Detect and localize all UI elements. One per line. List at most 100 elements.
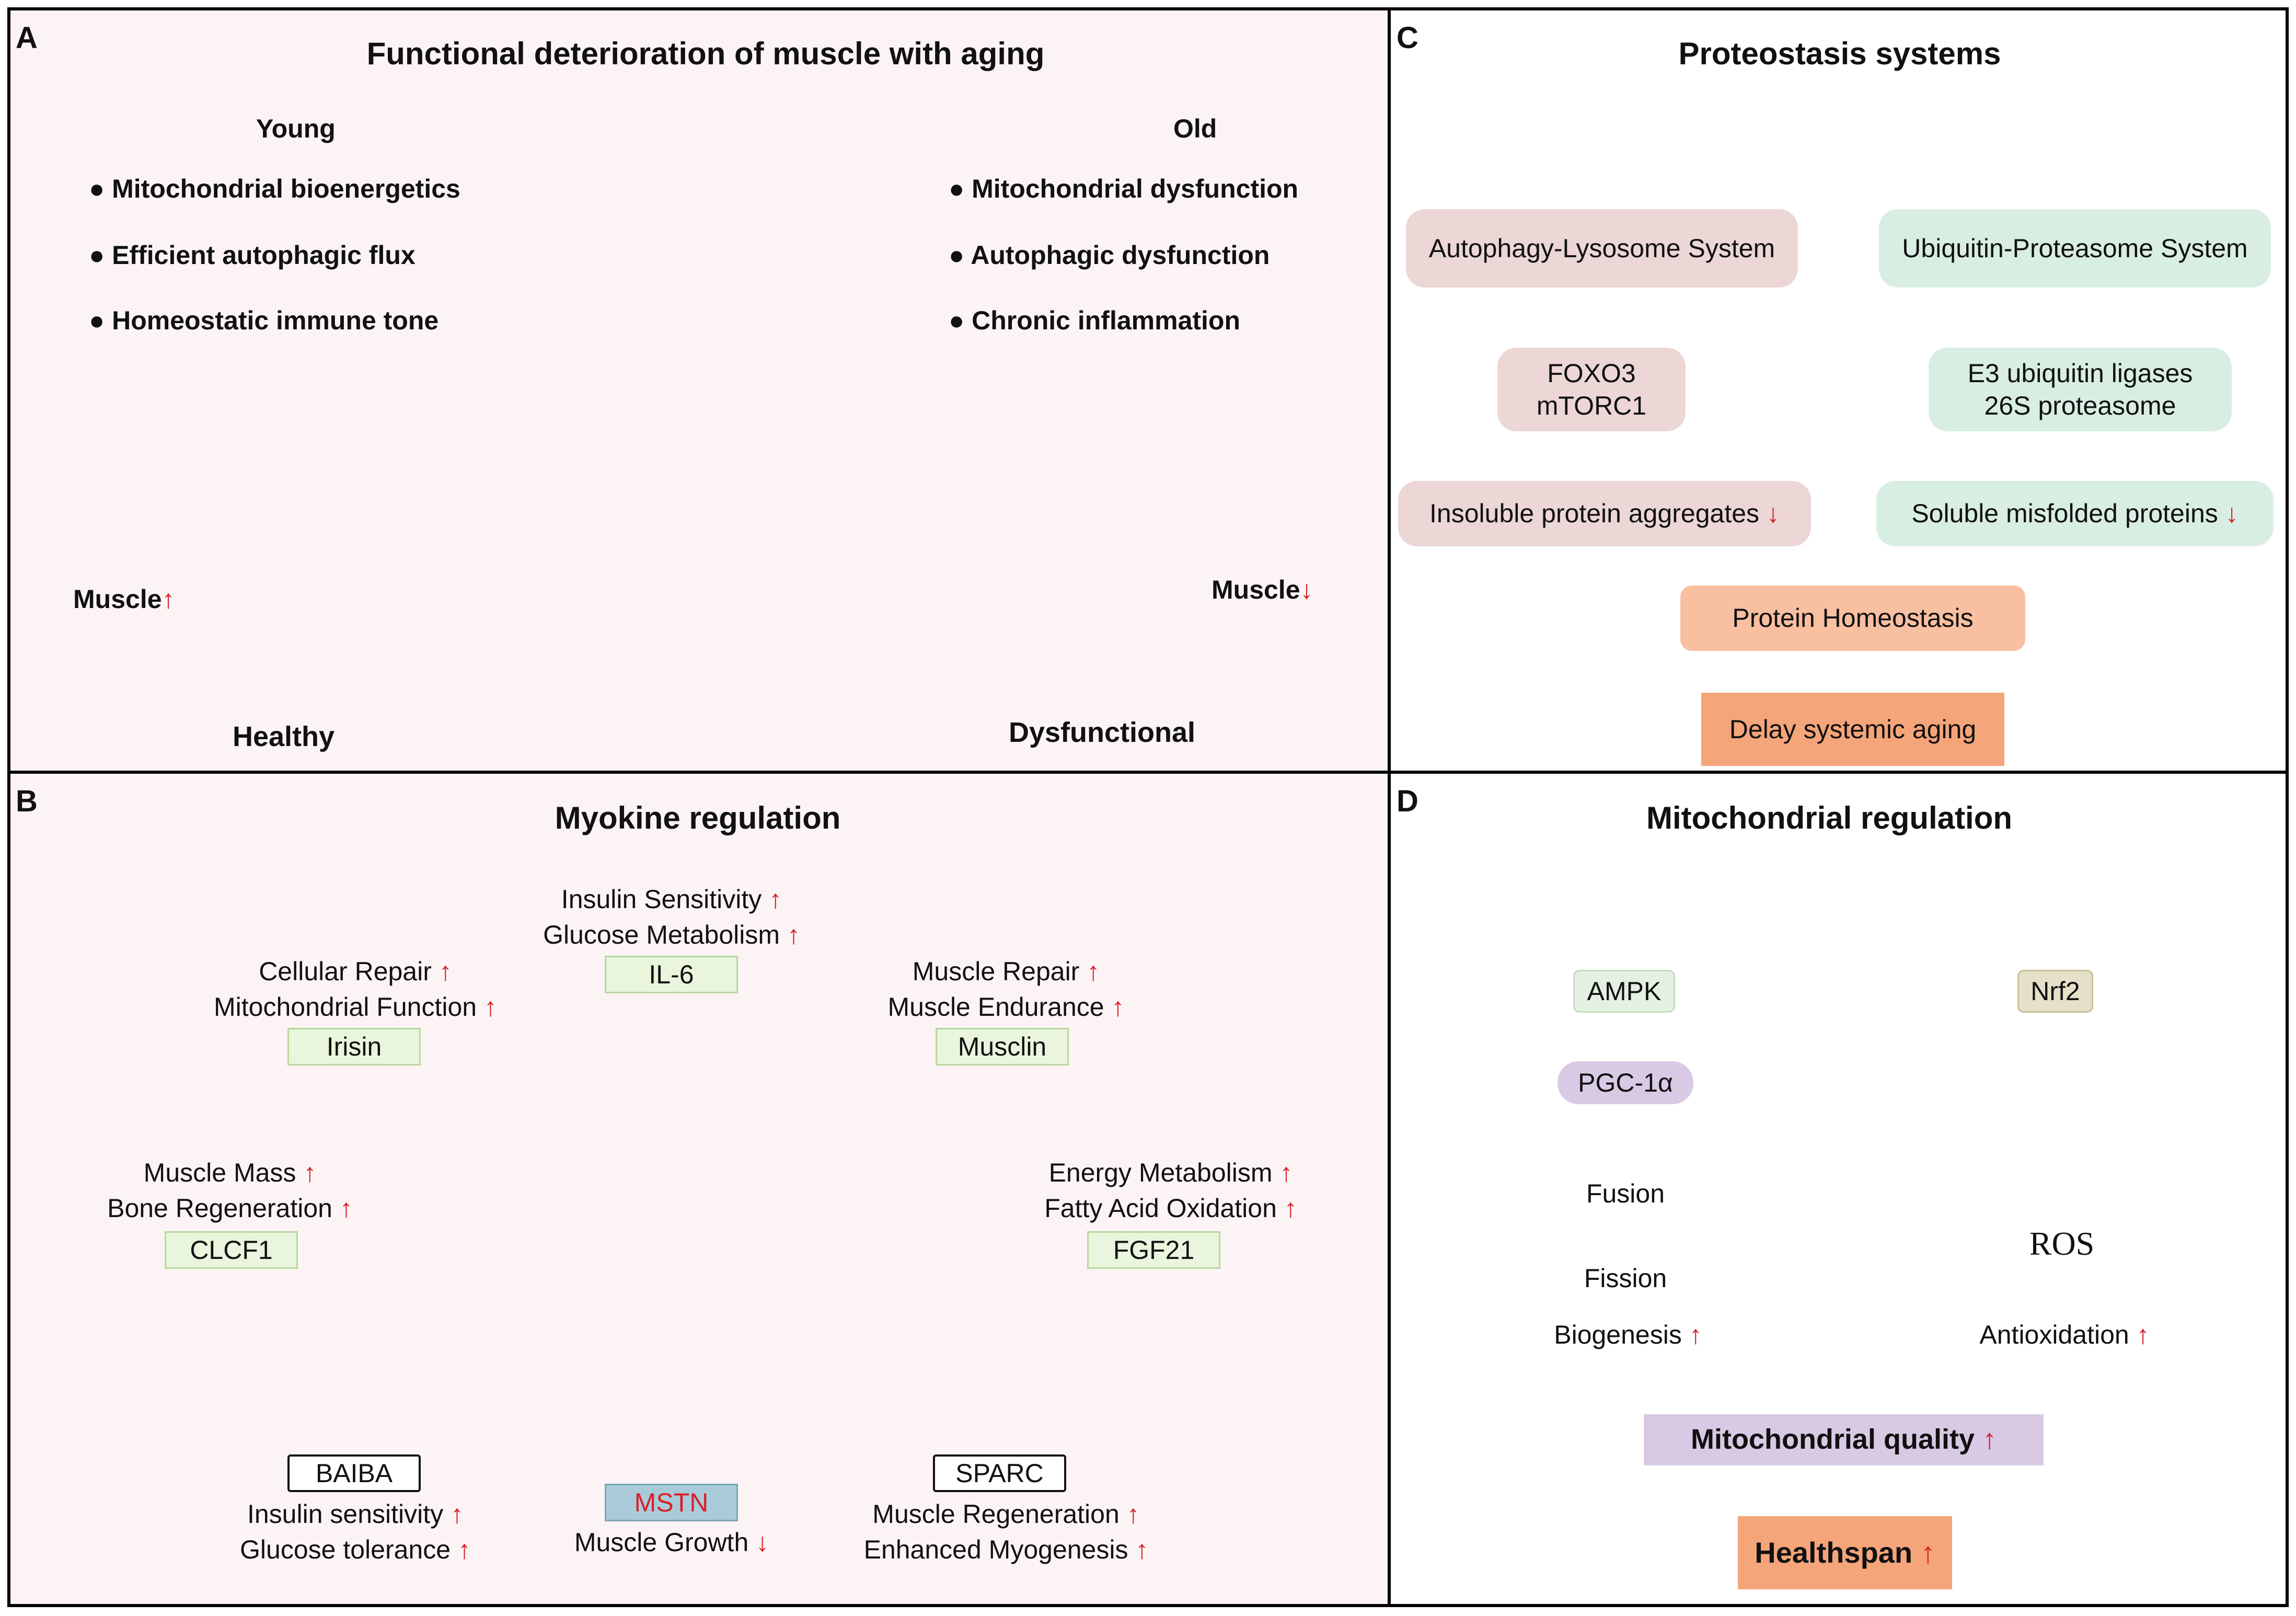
up-arrow: ↑ bbox=[1279, 1158, 1293, 1187]
young-feature-1: ● Mitochondrial bioenergetics bbox=[89, 174, 460, 203]
e3-text: E3 ubiquitin ligases bbox=[1967, 358, 2193, 388]
fgf21-effect-1: Energy Metabolism ↑ bbox=[975, 1158, 1367, 1188]
sparc-box: SPARC bbox=[933, 1454, 1066, 1492]
clcf1-box: CLCF1 bbox=[165, 1231, 298, 1269]
mtorc1-text: mTORC1 bbox=[1536, 391, 1647, 420]
up-arrow: ↑ bbox=[1982, 1424, 1997, 1455]
delay-aging-box: Delay systemic aging bbox=[1701, 693, 2004, 766]
baiba-effect-2-text: Glucose tolerance bbox=[240, 1535, 451, 1564]
autophagy-lysosome-box: Autophagy-Lysosome System bbox=[1406, 209, 1798, 288]
antioxidation-label: Antioxidation ↑ bbox=[1931, 1320, 2198, 1350]
up-arrow: ↑ bbox=[1284, 1194, 1297, 1223]
old-feature-2-text: Autophagic dysfunction bbox=[971, 240, 1270, 270]
up-arrow: ↑ bbox=[483, 992, 497, 1022]
foxo3-text: FOXO3 bbox=[1547, 358, 1636, 388]
old-feature-2: ● Autophagic dysfunction bbox=[949, 240, 1270, 270]
healthy-up-arrow: ↑ bbox=[161, 584, 175, 614]
irisin-effect-1-text: Cellular Repair bbox=[259, 957, 432, 986]
clcf1-effect-2: Bone Regeneration ↑ bbox=[47, 1194, 413, 1224]
fgf21-effect-2-text: Fatty Acid Oxidation bbox=[1044, 1194, 1277, 1223]
musclin-box: Musclin bbox=[936, 1028, 1069, 1065]
insoluble-text: Insoluble protein aggregates bbox=[1429, 499, 1760, 529]
baiba-effect-1: Insulin sensitivity ↑ bbox=[167, 1499, 544, 1530]
dys-muscle-text: Muscle bbox=[1212, 575, 1300, 604]
young-feature-2: ● Efficient autophagic flux bbox=[89, 240, 416, 270]
old-label: Old bbox=[1173, 114, 1217, 143]
fission-label: Fission bbox=[1584, 1264, 1667, 1293]
mstn-box: MSTN bbox=[605, 1484, 738, 1521]
young-feature-2-text: Efficient autophagic flux bbox=[112, 240, 416, 270]
panel-b bbox=[7, 771, 1391, 1607]
quality-text: Mitochondrial quality bbox=[1690, 1424, 1975, 1455]
up-arrow: ↑ bbox=[2136, 1320, 2150, 1349]
biogenesis-label: Biogenesis ↑ bbox=[1495, 1320, 1761, 1350]
foxo3-mtorc1-box: FOXO3 mTORC1 bbox=[1497, 348, 1686, 431]
insoluble-aggregates-box: Insoluble protein aggregates ↓ bbox=[1398, 481, 1811, 546]
soluble-misfolded-box: Soluble misfolded proteins ↓ bbox=[1876, 481, 2274, 546]
baiba-effect-1-text: Insulin sensitivity bbox=[247, 1499, 444, 1529]
up-arrow: ↑ bbox=[457, 1535, 471, 1564]
up-arrow: ↑ bbox=[303, 1158, 317, 1187]
baiba-effect-2: Glucose tolerance ↑ bbox=[167, 1535, 544, 1565]
musclin-effect-2-text: Muscle Endurance bbox=[887, 992, 1104, 1022]
dys-muscle-label: Muscle↓ bbox=[1212, 575, 1313, 605]
dysfunctional-label: Dysfunctional bbox=[1009, 717, 1196, 748]
up-arrow: ↑ bbox=[769, 885, 782, 914]
il6-effect-2-text: Glucose Metabolism bbox=[543, 920, 780, 949]
panel-b-letter: B bbox=[16, 784, 38, 818]
up-arrow: ↑ bbox=[451, 1499, 464, 1529]
panel-c-title: Proteostasis systems bbox=[1678, 36, 2001, 71]
old-feature-3: ● Chronic inflammation bbox=[949, 306, 1241, 335]
old-feature-1-text: Mitochondrial dysfunction bbox=[972, 174, 1299, 203]
musclin-effect-1-text: Muscle Repair bbox=[912, 957, 1080, 986]
irisin-box: Irisin bbox=[287, 1028, 421, 1065]
antioxidation-text: Antioxidation bbox=[1979, 1320, 2129, 1349]
down-arrow: ↓ bbox=[756, 1528, 769, 1557]
clcf1-effect-1: Muscle Mass ↑ bbox=[47, 1158, 413, 1188]
mstn-effect-1-text: Muscle Growth bbox=[574, 1528, 749, 1557]
healthspan-text: Healthspan bbox=[1755, 1536, 1913, 1569]
up-arrow: ↑ bbox=[339, 1194, 353, 1223]
panel-b-title: Myokine regulation bbox=[555, 800, 841, 835]
panel-a-title: Functional deterioration of muscle with … bbox=[366, 36, 1045, 71]
clcf1-effect-2-text: Bone Regeneration bbox=[107, 1194, 332, 1223]
fgf21-effect-1-text: Energy Metabolism bbox=[1048, 1158, 1273, 1187]
old-feature-1: ● Mitochondrial dysfunction bbox=[949, 174, 1299, 203]
il6-box: IL-6 bbox=[605, 956, 738, 993]
up-arrow: ↑ bbox=[787, 920, 800, 949]
irisin-effect-2: Mitochondrial Function ↑ bbox=[172, 992, 538, 1023]
healthy-muscle-text: Muscle bbox=[73, 584, 162, 614]
panel-a-letter: A bbox=[16, 21, 38, 55]
up-arrow: ↑ bbox=[1135, 1535, 1149, 1564]
healthspan-box: Healthspan ↑ bbox=[1738, 1516, 1952, 1589]
il6-effect-2: Glucose Metabolism ↑ bbox=[489, 920, 855, 950]
musclin-effect-1: Muscle Repair ↑ bbox=[823, 957, 1189, 987]
ubiquitin-proteasome-box: Ubiquitin-Proteasome System bbox=[1879, 209, 2271, 288]
up-arrow: ↑ bbox=[439, 957, 452, 986]
fgf21-box: FGF21 bbox=[1087, 1231, 1220, 1269]
ros-label: ROS bbox=[2029, 1225, 2095, 1262]
e3-26s-box: E3 ubiquitin ligases 26S proteasome bbox=[1929, 348, 2232, 431]
panel-a bbox=[7, 7, 1391, 774]
irisin-effect-1: Cellular Repair ↑ bbox=[172, 957, 538, 987]
baiba-box: BAIBA bbox=[287, 1454, 421, 1492]
fgf21-effect-2: Fatty Acid Oxidation ↑ bbox=[975, 1194, 1367, 1224]
sparc-effect-2-text: Enhanced Myogenesis bbox=[863, 1535, 1128, 1564]
pgc1a-box: PGC-1α bbox=[1557, 1061, 1693, 1104]
down-arrow: ↓ bbox=[2225, 499, 2239, 529]
il6-effect-1-text: Insulin Sensitivity bbox=[561, 885, 762, 914]
up-arrow: ↑ bbox=[1087, 957, 1100, 986]
panel-d bbox=[1388, 771, 2289, 1607]
ampk-box: AMPK bbox=[1573, 970, 1675, 1013]
musclin-effect-2: Muscle Endurance ↑ bbox=[823, 992, 1189, 1023]
young-feature-1-text: Mitochondrial bioenergetics bbox=[112, 174, 460, 203]
down-arrow: ↓ bbox=[1766, 499, 1780, 529]
panel-d-letter: D bbox=[1397, 784, 1418, 818]
panel-d-title: Mitochondrial regulation bbox=[1646, 800, 2012, 835]
dys-down-arrow: ↓ bbox=[1300, 575, 1313, 604]
il6-effect-1: Insulin Sensitivity ↑ bbox=[489, 885, 855, 915]
26s-text: 26S proteasome bbox=[1984, 391, 2176, 420]
biogenesis-text: Biogenesis bbox=[1554, 1320, 1682, 1349]
healthy-muscle-label: Muscle↑ bbox=[73, 584, 175, 615]
young-label: Young bbox=[256, 114, 336, 143]
